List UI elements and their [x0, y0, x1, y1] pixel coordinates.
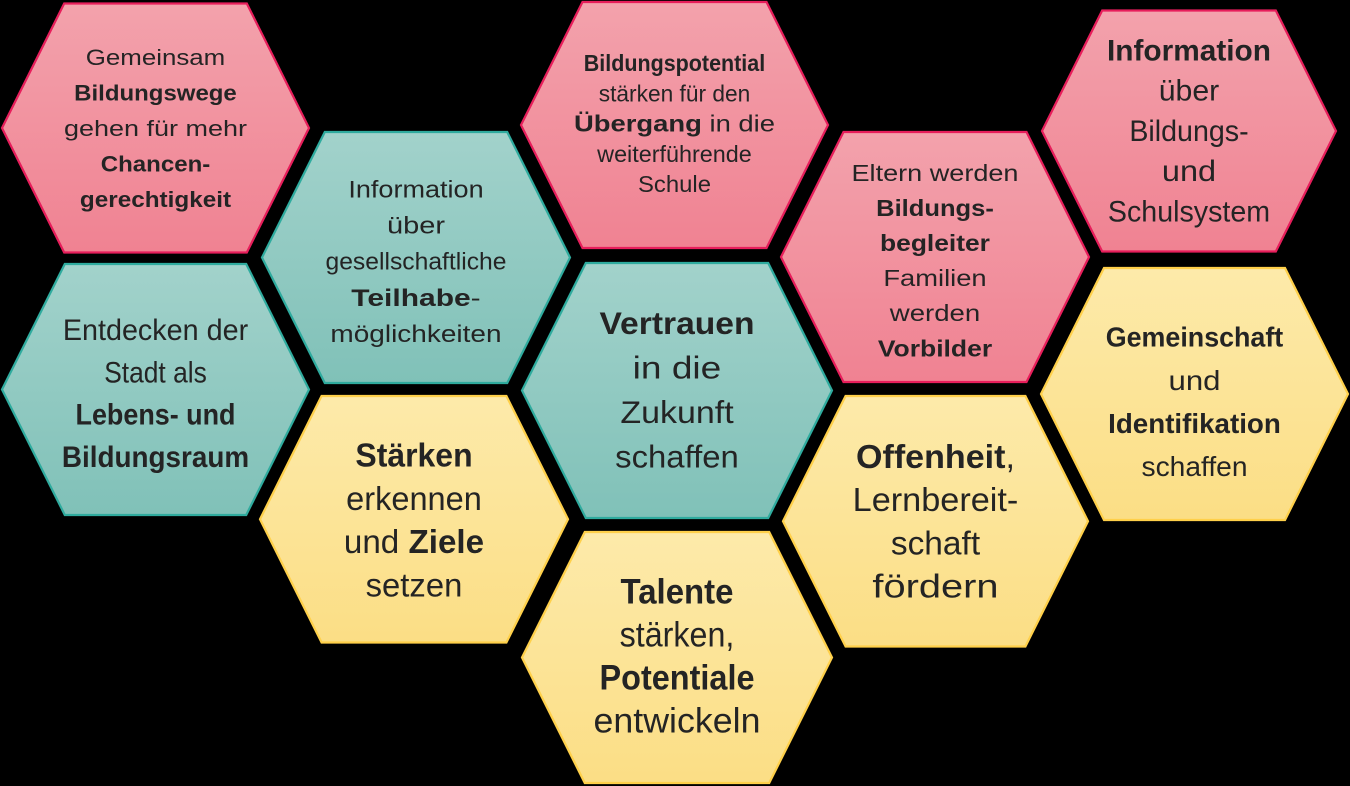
- svg-text:Chancen-: Chancen-: [101, 152, 211, 177]
- svg-text:stärken für den: stärken für den: [599, 80, 751, 106]
- svg-text:Gemeinschaft: Gemeinschaft: [1106, 322, 1284, 353]
- svg-text:weiterführende: weiterführende: [596, 141, 752, 167]
- svg-text:schaft: schaft: [891, 525, 981, 562]
- svg-text:Identifikation: Identifikation: [1108, 408, 1281, 439]
- svg-text:Talente: Talente: [621, 572, 734, 612]
- svg-text:Schule: Schule: [638, 171, 711, 197]
- svg-text:über: über: [387, 213, 445, 240]
- svg-text:Übergang in die: Übergang in die: [574, 111, 775, 137]
- svg-text:Eltern werden: Eltern werden: [852, 160, 1019, 186]
- svg-text:Offenheit,: Offenheit,: [856, 439, 1015, 476]
- svg-text:Schulsystem: Schulsystem: [1108, 195, 1270, 228]
- svg-text:setzen: setzen: [366, 567, 463, 604]
- svg-text:stärken,: stärken,: [620, 615, 735, 655]
- svg-text:erkennen: erkennen: [346, 481, 482, 518]
- svg-text:gehen für mehr: gehen für mehr: [64, 116, 248, 141]
- svg-text:Stadt als: Stadt als: [104, 356, 207, 389]
- svg-text:gerechtigkeit: gerechtigkeit: [80, 187, 232, 212]
- svg-text:Bildungspotential: Bildungspotential: [584, 50, 765, 76]
- svg-text:Stärken: Stärken: [355, 438, 472, 475]
- svg-text:Bildungsraum: Bildungsraum: [62, 441, 249, 474]
- svg-text:begleiter: begleiter: [880, 230, 990, 256]
- svg-text:Information: Information: [348, 176, 483, 203]
- svg-text:möglichkeiten: möglichkeiten: [330, 321, 501, 348]
- svg-text:Bildungs-: Bildungs-: [1129, 115, 1248, 148]
- svg-text:schaffen: schaffen: [1142, 451, 1248, 482]
- svg-text:Bildungswege: Bildungswege: [74, 81, 237, 106]
- svg-text:Potentiale: Potentiale: [600, 658, 755, 698]
- svg-text:Vorbilder: Vorbilder: [878, 335, 992, 361]
- svg-text:fördern: fördern: [872, 569, 998, 606]
- svg-text:Vertrauen: Vertrauen: [600, 305, 755, 341]
- svg-text:entwickeln: entwickeln: [594, 700, 761, 740]
- svg-text:Teilhabe-: Teilhabe-: [351, 285, 480, 312]
- svg-text:schaffen: schaffen: [615, 439, 739, 475]
- svg-text:und: und: [1162, 155, 1216, 188]
- svg-text:gesellschaftliche: gesellschaftliche: [326, 249, 507, 276]
- svg-text:Lebens- und: Lebens- und: [76, 399, 236, 432]
- svg-text:Lernbereit-: Lernbereit-: [853, 482, 1019, 519]
- svg-text:Information: Information: [1107, 35, 1271, 68]
- svg-text:werden: werden: [889, 300, 981, 326]
- svg-text:und: und: [1169, 365, 1221, 396]
- svg-text:Familien: Familien: [883, 265, 986, 291]
- svg-text:Gemeinsam: Gemeinsam: [86, 45, 225, 70]
- svg-text:Bildungs-: Bildungs-: [876, 195, 994, 221]
- svg-text:Entdecken der: Entdecken der: [63, 314, 248, 347]
- svg-text:und Ziele: und Ziele: [344, 524, 484, 561]
- svg-text:Zukunft: Zukunft: [620, 394, 734, 430]
- svg-text:in die: in die: [633, 350, 722, 386]
- svg-text:über: über: [1159, 75, 1220, 108]
